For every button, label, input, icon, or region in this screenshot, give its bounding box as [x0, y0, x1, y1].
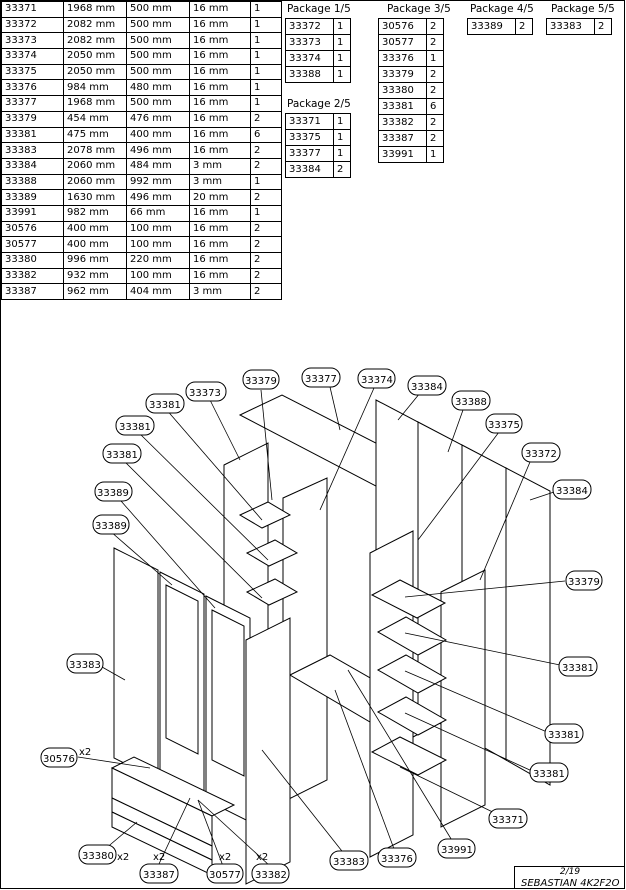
callout-33381-c: 33381: [106, 450, 138, 461]
callout-33374: 33374: [361, 375, 393, 386]
callout-33373: 33373: [189, 388, 221, 399]
package-cell: 2: [426, 34, 444, 51]
callout-33383-left: 33383: [69, 660, 101, 671]
qty-30577: x2: [219, 852, 231, 863]
callout-33380: 33380: [82, 851, 114, 862]
furniture-panels: [110, 394, 551, 885]
callout-33379-right: 33379: [568, 577, 600, 588]
package-5-title: Package 5/5: [551, 3, 615, 15]
callout-labels: 33373 33379 33377 33374 33384 33388 3337…: [43, 374, 600, 881]
package-cell: 2: [333, 161, 351, 178]
product-name: SEBASTIAN 4K2F2O: [521, 878, 620, 889]
callout-33384-right: 33384: [556, 486, 588, 497]
callout-33379: 33379: [245, 376, 277, 387]
qty-33387: x2: [153, 852, 165, 863]
callout-33371: 33371: [492, 815, 524, 826]
callout-33377: 33377: [305, 374, 337, 385]
callout-30577: 30577: [209, 870, 241, 881]
callout-33389-b: 33389: [95, 521, 127, 532]
callout-33388: 33388: [455, 397, 487, 408]
callout-33381-d: 33381: [562, 663, 594, 674]
callout-33387: 33387: [143, 870, 175, 881]
callout-33384-top: 33384: [411, 382, 443, 393]
package-4-title: Package 4/5: [470, 3, 534, 15]
qty-33380: x2: [117, 852, 129, 863]
callout-33382: 33382: [255, 870, 287, 881]
package-cell: 2: [515, 18, 533, 35]
callout-30576: 30576: [43, 754, 75, 765]
callout-33991: 33991: [441, 845, 473, 856]
parts-table-cell: 2: [250, 283, 282, 301]
parts-table-cell: 2: [250, 236, 282, 253]
title-block: 2/19 SEBASTIAN 4K2F2O: [514, 866, 625, 889]
callout-33381-b: 33381: [119, 422, 151, 433]
parts-table-cell: 404 mm: [126, 283, 190, 301]
callout-33383-bottom: 33383: [333, 857, 365, 868]
callout-33381-f: 33381: [533, 769, 565, 780]
package-1-title: Package 1/5: [287, 3, 351, 15]
package-cell: 33991: [378, 146, 427, 163]
package-3-title: Package 3/5: [387, 3, 451, 15]
parts-table-cell: 2: [250, 110, 282, 128]
callout-bubbles: [40, 367, 603, 884]
callout-33372: 33372: [525, 449, 557, 460]
package-cell: 2: [594, 18, 612, 35]
package-cell: 1: [426, 146, 444, 163]
package-cell: 1: [333, 18, 351, 35]
leader-lines: [77, 386, 566, 867]
parts-table-cell: 1: [250, 95, 282, 112]
package-cell: 1: [333, 66, 351, 83]
callout-33375: 33375: [488, 420, 520, 431]
callout-33381-a: 33381: [149, 400, 181, 411]
qty-30576: x2: [79, 747, 91, 758]
callout-33389-a: 33389: [97, 488, 129, 499]
page-number: 2/19: [559, 867, 581, 877]
package-2-title: Package 2/5: [287, 98, 351, 110]
callout-33381-e: 33381: [548, 730, 580, 741]
callout-33376: 33376: [381, 854, 413, 865]
qty-33382: x2: [256, 852, 268, 863]
